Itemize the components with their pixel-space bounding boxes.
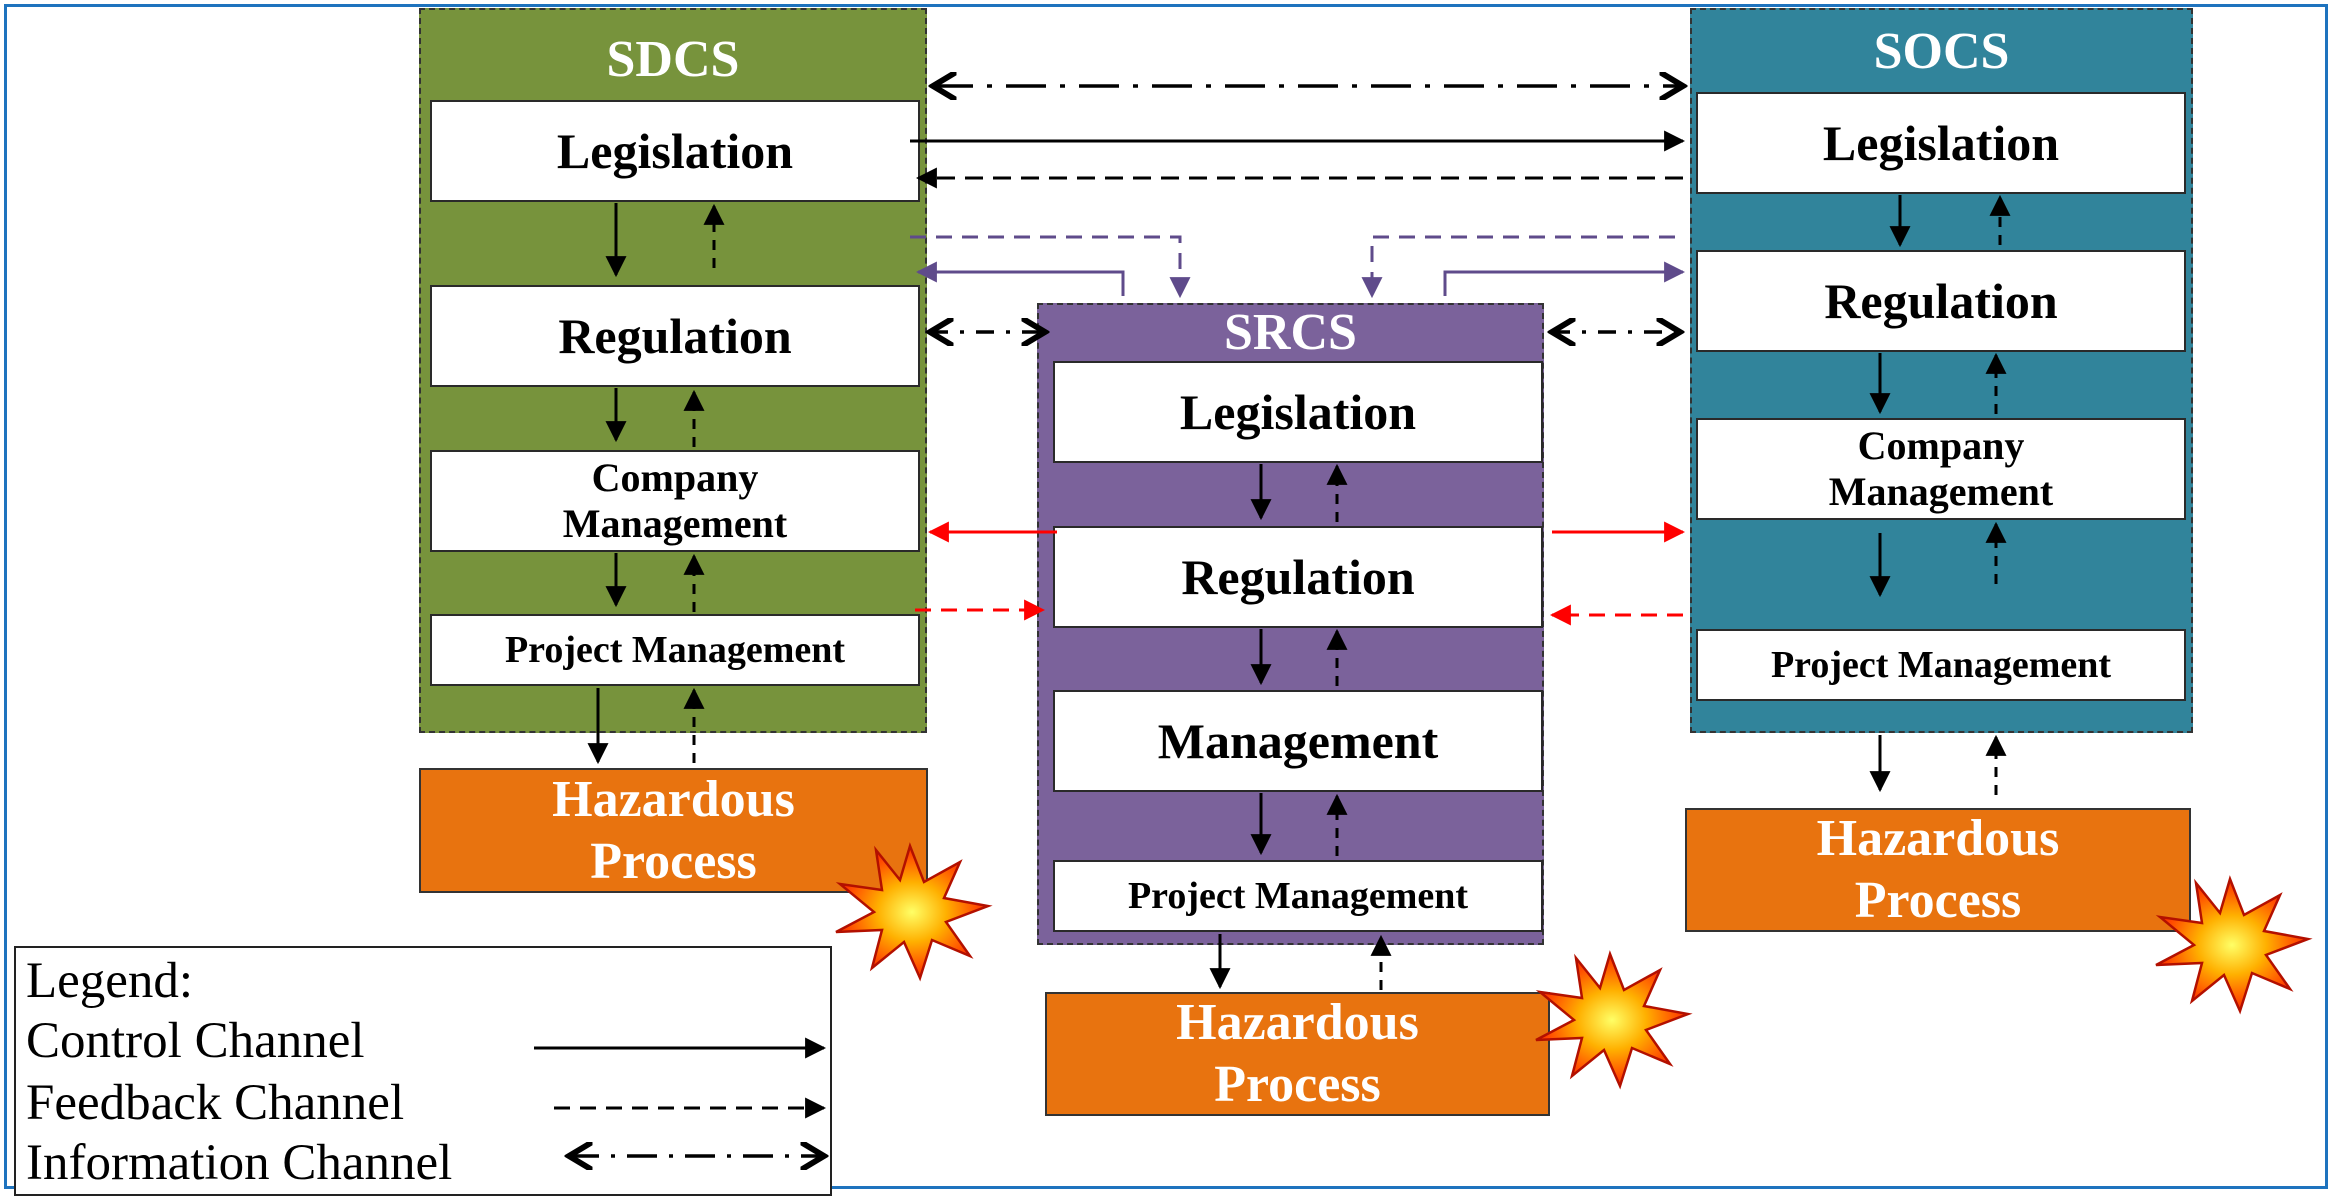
sdcs-hazardous-process: Hazardous Process bbox=[419, 768, 928, 893]
legend-symbols bbox=[534, 1037, 832, 1196]
socs-title: SOCS bbox=[1873, 23, 2010, 80]
socs-regulation-box: Regulation bbox=[1696, 250, 2186, 352]
socs-legislation-box: Legislation bbox=[1696, 92, 2186, 194]
legend-title: Legend: bbox=[26, 953, 194, 1009]
srcs-project-management-box: Project Management bbox=[1053, 860, 1543, 932]
legend-feedback-label: Feedback Channel bbox=[26, 1075, 405, 1131]
explosion-icon bbox=[2155, 875, 2313, 1015]
srcs-title: SRCS bbox=[1224, 304, 1357, 361]
sdcs-vertical-channels bbox=[587, 203, 725, 765]
explosion-icon bbox=[1535, 950, 1693, 1090]
cross-system-channels bbox=[910, 86, 1683, 626]
diagram-frame bbox=[4, 4, 2328, 1189]
sdcs-regulation-box: Regulation bbox=[430, 285, 920, 387]
srcs-vertical-channels bbox=[1209, 463, 1392, 990]
legend: Legend: Control Channel Feedback Channel… bbox=[14, 946, 832, 1196]
socs-project-management-box: Project Management bbox=[1696, 629, 2186, 701]
legend-information-label: Information Channel bbox=[26, 1135, 453, 1191]
socs-hazardous-process: Hazardous Process bbox=[1685, 808, 2191, 932]
srcs-legislation-box: Legislation bbox=[1053, 361, 1543, 463]
sdcs-company-management-box: Company Management bbox=[430, 450, 920, 552]
socs-company-management-box: Company Management bbox=[1696, 418, 2186, 520]
srcs-management-box: Management bbox=[1053, 690, 1543, 792]
sdcs-project-management-box: Project Management bbox=[430, 614, 920, 686]
explosion-icon bbox=[835, 842, 993, 982]
srcs-hazardous-process: Hazardous Process bbox=[1045, 992, 1550, 1116]
sdcs-legislation-box: Legislation bbox=[430, 100, 920, 202]
socs-vertical-channels bbox=[1869, 194, 2011, 795]
srcs-regulation-box: Regulation bbox=[1053, 526, 1543, 628]
sdcs-title: SDCS bbox=[606, 31, 740, 88]
legend-control-label: Control Channel bbox=[26, 1013, 365, 1069]
